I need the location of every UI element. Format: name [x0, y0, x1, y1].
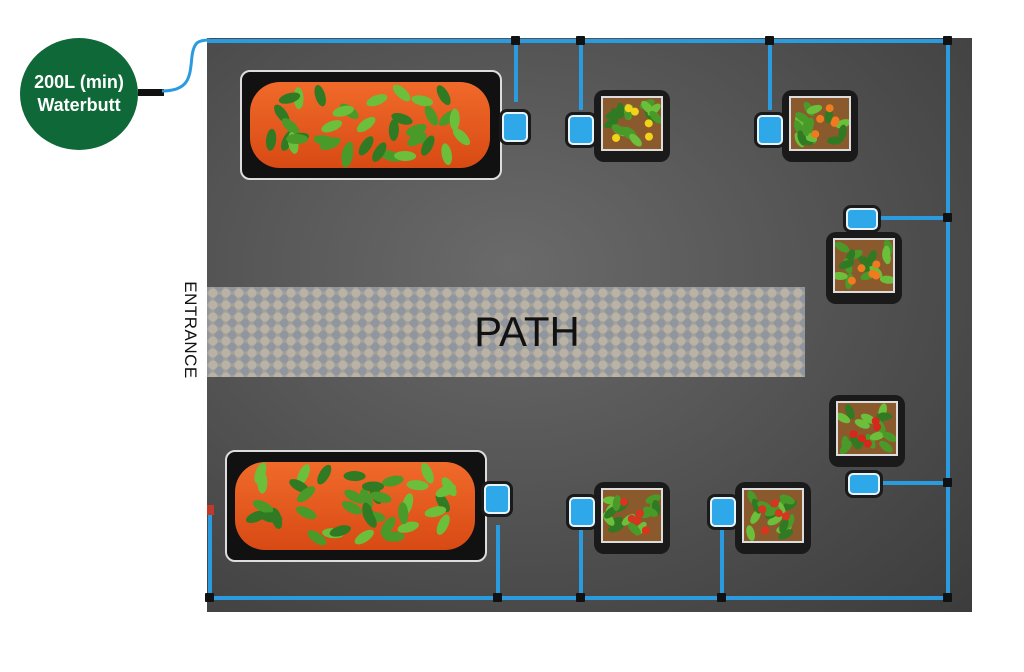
cucumber-plant-icon: [604, 99, 663, 147]
t-connector: [765, 36, 774, 45]
waterbutt-connector: [138, 89, 164, 96]
pot-pepper: [782, 90, 858, 162]
reservoir: [568, 115, 594, 145]
drip-line: [579, 40, 583, 110]
t-connector: [717, 593, 726, 602]
entrance-label: ENTRANCE: [181, 281, 200, 379]
t-connector: [943, 478, 952, 487]
drip-line: [579, 530, 583, 598]
pot-pepper: [826, 232, 902, 304]
drip-line: [720, 530, 724, 598]
pipe-left: [208, 505, 212, 599]
reservoir: [846, 208, 878, 230]
pepper-plant-icon: [793, 101, 851, 148]
t-connector: [511, 36, 520, 45]
pot-tomato: [594, 482, 670, 554]
drip-line: [514, 40, 518, 102]
reservoir: [502, 112, 528, 142]
pot-chilli: [829, 395, 905, 467]
t-connector: [943, 213, 952, 222]
pipe-right: [946, 39, 950, 601]
reservoir: [710, 497, 736, 527]
drip-line: [496, 525, 500, 598]
t-connector: [493, 593, 502, 602]
end-stop: [207, 505, 214, 515]
tomato-plant-icon: [746, 490, 797, 541]
grow-bag-top: [240, 70, 502, 180]
herb-plant-icon: [245, 462, 457, 546]
tomato-plant-icon: [602, 494, 661, 536]
drip-line: [880, 481, 948, 485]
pot-cucumber: [594, 90, 670, 162]
reservoir: [757, 115, 783, 145]
herb-plant-icon: [266, 84, 471, 168]
waterbutt-capacity: 200L (min): [34, 72, 124, 92]
waterbutt: 200L (min) Waterbutt: [20, 38, 138, 150]
path-label: PATH: [474, 308, 580, 355]
reservoir: [569, 497, 595, 527]
elbow-connector: [943, 593, 952, 602]
pepper-plant-icon: [831, 239, 896, 290]
waterbutt-label: Waterbutt: [37, 95, 121, 115]
feed-hose: [161, 38, 211, 93]
grow-bag-bottom: [225, 450, 487, 562]
t-connector: [576, 36, 585, 45]
gravel-path: [207, 287, 805, 377]
drip-line: [880, 216, 948, 220]
drip-line: [768, 40, 772, 110]
pot-tomato: [735, 482, 811, 554]
chilli-plant-icon: [835, 403, 898, 455]
reservoir: [484, 484, 510, 514]
reservoir: [848, 473, 880, 495]
elbow-connector: [205, 593, 214, 602]
t-connector: [576, 593, 585, 602]
elbow-connector: [943, 36, 952, 45]
